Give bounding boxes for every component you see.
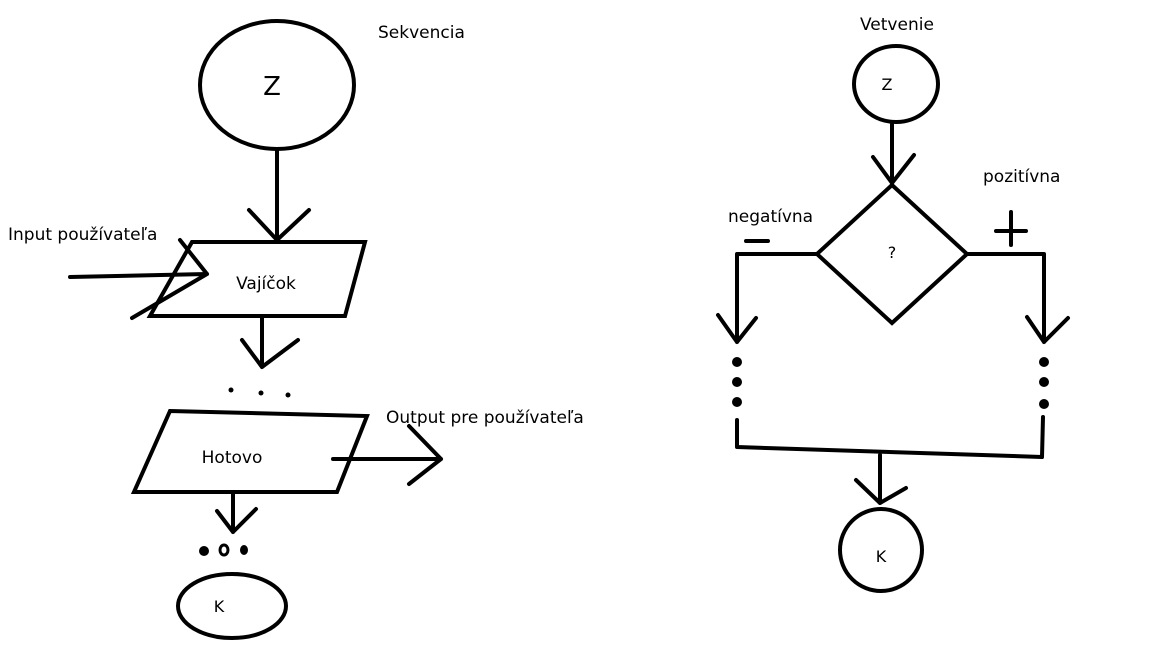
- sequence-start-label: Z: [263, 72, 281, 102]
- sequence-input-box-label: Vajíčok: [236, 274, 296, 294]
- branching-arrow-merge-to-end: [854, 453, 908, 505]
- sequence-arrow-start-to-input: [247, 148, 311, 242]
- branching-start-label: Z: [882, 75, 893, 94]
- sequence-output-label: Output pre používateľa: [386, 408, 584, 428]
- plus-icon: [994, 210, 1028, 247]
- branching-flowchart: Vetvenie Z ? negatívna pozitívna: [716, 15, 1070, 593]
- sequence-flowchart: Sekvencia Z Vajíčok Input používateľa Ho…: [8, 19, 584, 640]
- branching-right-ellipsis: [1039, 357, 1049, 409]
- sequence-input-label: Input používateľa: [8, 225, 157, 245]
- sequence-end-ellipsis: [199, 543, 248, 557]
- branching-end-node: [838, 507, 924, 593]
- sequence-end-label: K: [214, 597, 225, 616]
- sequence-input-box: [146, 240, 368, 318]
- branching-left-ellipsis: [732, 357, 742, 407]
- sequence-output-arrow: [331, 424, 443, 486]
- sequence-arrow-input-down: [240, 316, 300, 369]
- branching-arrow-start-to-decision: [871, 122, 916, 185]
- sequence-end-node: [176, 572, 288, 640]
- branching-merge-line: [735, 415, 1045, 459]
- sequence-arrow-output-down: [215, 492, 258, 534]
- branching-title: Vetvenie: [860, 15, 934, 35]
- sequence-output-box: [130, 408, 370, 494]
- branching-decision-label: ?: [888, 243, 897, 262]
- sequence-output-box-label: Hotovo: [202, 448, 263, 468]
- branching-positive-line: [965, 252, 1070, 344]
- branching-positive-label: pozitívna: [983, 167, 1060, 187]
- branching-start-node: [852, 44, 940, 124]
- branching-decision: [814, 182, 970, 326]
- branching-end-label: K: [876, 547, 887, 566]
- sequence-ellipsis: [228, 387, 291, 398]
- branching-negative-label: negatívna: [728, 207, 813, 227]
- branching-negative-line: [716, 252, 819, 344]
- sequence-title: Sekvencia: [378, 23, 465, 43]
- sequence-input-arrow: [68, 238, 209, 320]
